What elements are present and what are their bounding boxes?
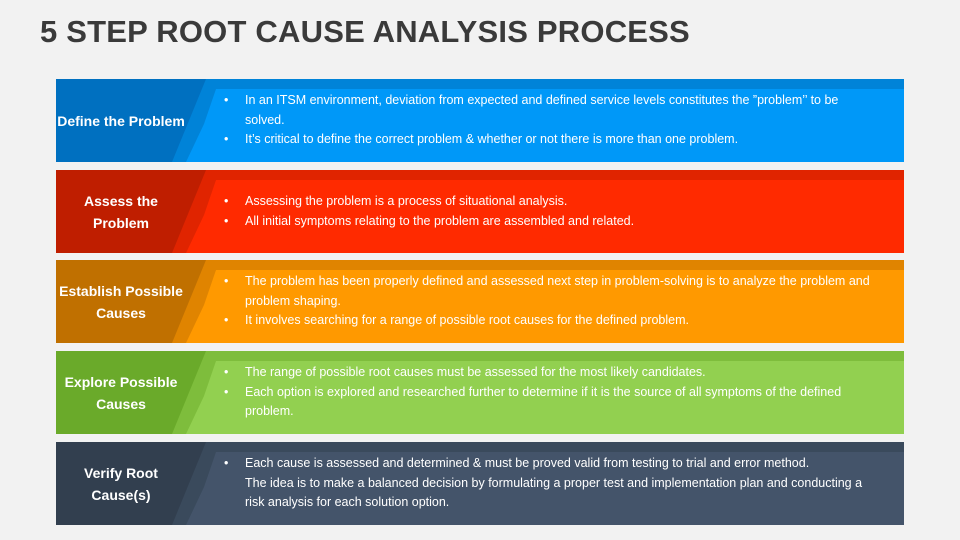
top-notch	[211, 79, 904, 89]
top-notch	[211, 170, 904, 180]
top-notch	[211, 442, 904, 452]
step-bullets: Assessing the problem is a process of si…	[224, 170, 874, 253]
step-row: Define the Problem In an ITSM environment…	[56, 79, 904, 162]
step-bullets: The problem has been properly defined an…	[224, 260, 874, 343]
bullet-item: The range of possible root causes must b…	[224, 363, 874, 383]
step-bullets: The range of possible root causes must b…	[224, 351, 874, 434]
top-notch	[211, 351, 904, 361]
label-panel	[56, 351, 206, 434]
bullet-item: The problem has been properly defined an…	[224, 272, 874, 311]
label-panel	[56, 79, 206, 162]
bullet-item: The idea is to make a balanced decision …	[245, 475, 863, 510]
step-label: Verify Root Cause(s)	[84, 464, 158, 503]
page-title: 5 STEP ROOT CAUSE ANALYSIS PROCESS	[40, 14, 690, 49]
bullet-item: Each option is explored and researched f…	[224, 383, 874, 422]
step-bullets: Each cause is assessed and determined & …	[224, 442, 874, 525]
label-panel	[56, 170, 206, 253]
step-label: Define the Problem	[57, 112, 185, 129]
top-notch	[211, 260, 904, 270]
step-label: Assess the Problem	[84, 192, 158, 231]
bullet-item: Each cause is assessed and determined & …	[224, 454, 874, 474]
label-panel	[56, 442, 206, 525]
label-panel	[56, 260, 206, 343]
step-bullets: In an ITSM environment, deviation from e…	[224, 79, 874, 162]
bullet-item: It involves searching for a range of pos…	[224, 311, 874, 331]
step-row: Assess the Problem Assessing the problem …	[56, 170, 904, 253]
step-label: Explore Possible Causes	[64, 373, 178, 412]
step-row: Explore Possible Causes The range of poss…	[56, 351, 904, 434]
step-label: Establish Possible Causes	[59, 282, 183, 321]
step-row: Establish Possible Causes The problem has…	[56, 260, 904, 343]
bullet-item: All initial symptoms relating to the pro…	[224, 212, 874, 232]
bullet-item: It’s critical to define the correct prob…	[224, 130, 874, 150]
step-row: Verify Root Cause(s) Each cause is assess…	[56, 442, 904, 525]
bullet-item: Assessing the problem is a process of si…	[224, 192, 874, 212]
bullet-item: In an ITSM environment, deviation from e…	[224, 91, 874, 130]
